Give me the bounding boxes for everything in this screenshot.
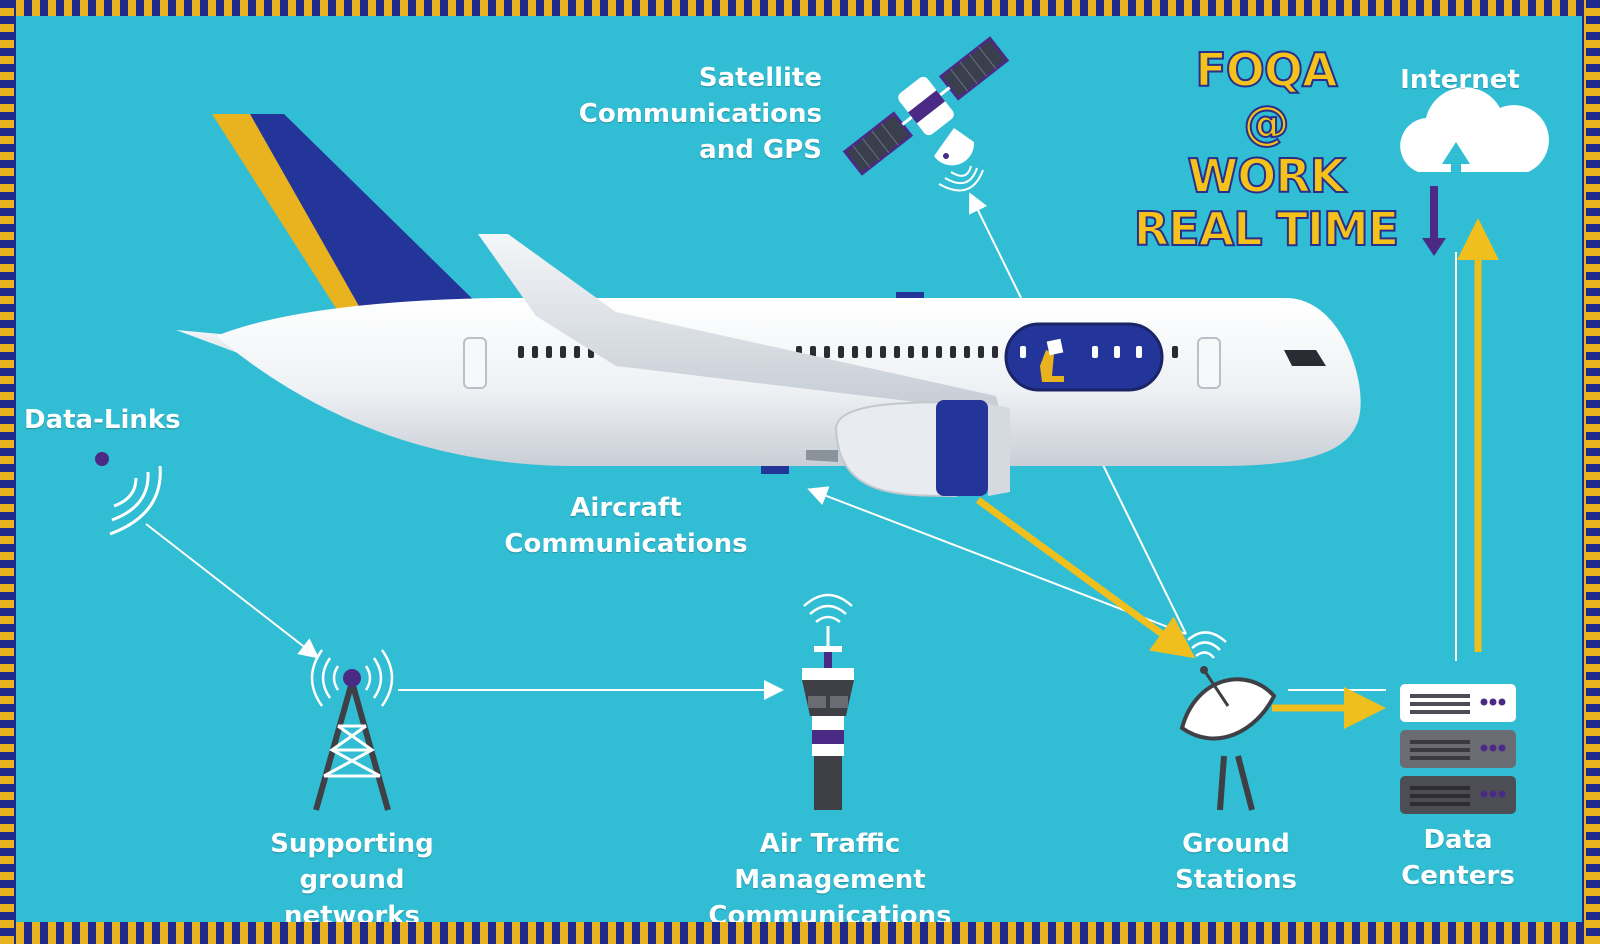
foqa-title-line1: FOQA	[1194, 43, 1338, 98]
diagram-canvas: FOQA @ WORK REAL TIME Satellite Communic…	[16, 16, 1582, 922]
arrow-datalinks-to-ground	[145, 523, 320, 659]
atm-label-line1: Air Traffic Management	[734, 829, 926, 895]
satellite-label-line2: Communications	[578, 99, 822, 129]
diagram-graphics	[95, 36, 1549, 814]
internet-label: Internet	[1400, 65, 1520, 95]
foqa-title: FOQA @ WORK REAL TIME	[1116, 43, 1416, 257]
data-centers-label: Data Centers	[1401, 825, 1515, 891]
satellite-beacon	[943, 153, 949, 159]
ground-networks-label-line2: networks	[283, 901, 421, 922]
control-tower-icon	[802, 593, 854, 810]
aircraft-communications-label: Aircraft Communications	[504, 493, 748, 559]
data-links-label: Data-Links	[24, 405, 181, 435]
foqa-title-line4: REAL TIME	[1133, 202, 1400, 257]
ground-networks-label-line1: Supporting ground	[270, 829, 434, 895]
atm-communications-label: Air Traffic Management Communications	[670, 826, 990, 922]
cloud-icon	[1400, 87, 1549, 186]
yellow-arrow-aircraft-to-station	[975, 497, 1196, 659]
ground-networks-label: Supporting ground networks	[222, 826, 482, 922]
satellite-signal-waves	[938, 165, 984, 192]
foqa-title-line2: @	[1243, 96, 1291, 151]
data-link-node	[95, 452, 109, 466]
data-flow-arrows	[975, 186, 1499, 729]
airplane-icon	[176, 114, 1361, 498]
satellite-dish-icon	[1179, 631, 1277, 811]
radio-tower-icon	[310, 649, 394, 811]
foqa-title-line3: WORK	[1187, 149, 1347, 204]
purple-arrowhead	[1422, 238, 1446, 256]
atm-label-line2: Communications	[708, 901, 952, 922]
ground-stations-label: Ground Stations	[1175, 829, 1297, 895]
satellite-icon	[842, 36, 1010, 176]
server-rack-icon	[1400, 684, 1516, 814]
satellite-label: Satellite Communications and GPS	[576, 60, 822, 168]
satellite-dish-part	[934, 128, 975, 166]
satellite-label-line3: and GPS	[699, 135, 822, 165]
satellite-label-line1: Satellite	[698, 63, 822, 93]
signal-waves-icon	[109, 465, 162, 536]
